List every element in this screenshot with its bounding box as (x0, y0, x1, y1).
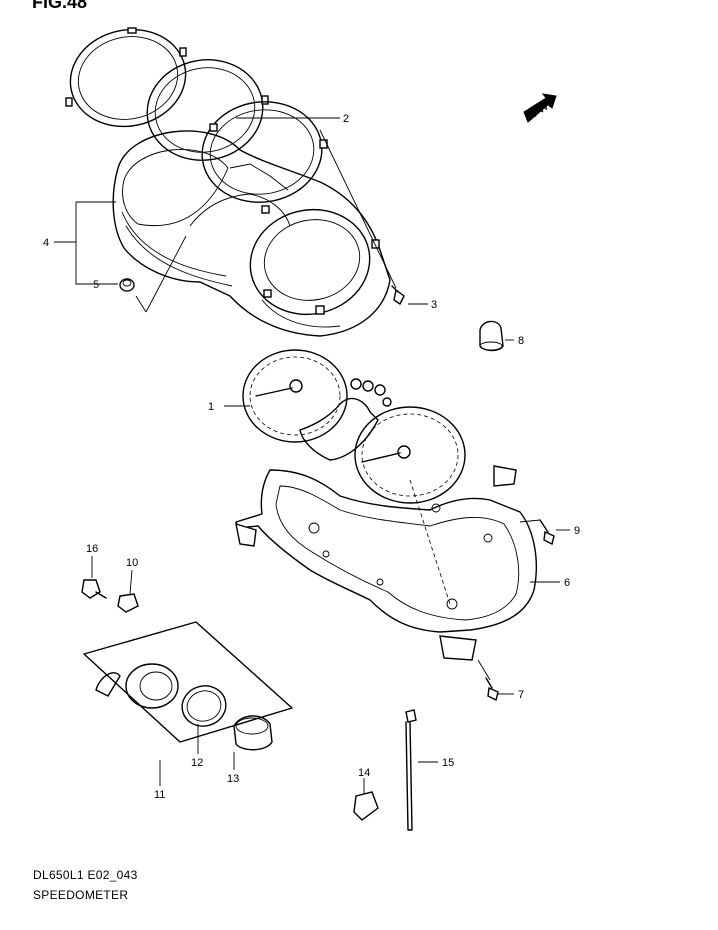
screw-9 (539, 519, 555, 546)
callout-7: 7 (518, 689, 524, 701)
gauge-faces-1 (242, 349, 466, 504)
callout-12: 12 (191, 757, 203, 769)
assembly-name: SPEEDOMETER (33, 888, 129, 902)
callout-9: 9 (574, 525, 580, 537)
leader-lines (54, 117, 570, 794)
lens-ring-right (146, 59, 269, 161)
screw-7 (485, 677, 499, 702)
cap-8 (479, 320, 504, 352)
callout-8: 8 (518, 335, 524, 347)
clamp-14 (353, 791, 379, 821)
screw-3 (391, 285, 405, 305)
drawing-code: DL650L1 E02_043 (33, 868, 138, 882)
forward-direction-arrow: FWD (523, 93, 557, 123)
callout-13: 13 (227, 773, 239, 785)
socket-assembly-box-11 (83, 621, 293, 751)
callout-1: 1 (208, 401, 214, 413)
figure-title: FIG.48 (32, 0, 88, 12)
cable-tie-15 (405, 709, 417, 831)
callout-16: 16 (86, 543, 98, 555)
callout-5: 5 (93, 279, 99, 291)
lens-ring-left (65, 27, 187, 128)
meter-lower-case-6 (235, 465, 537, 661)
callout-3: 3 (431, 299, 437, 311)
bolt-16 (81, 579, 107, 599)
meter-upper-case (112, 130, 391, 337)
callout-10: 10 (126, 557, 138, 569)
callout-4: 4 (43, 237, 49, 249)
callout-2: 2 (343, 113, 349, 125)
callout-11: 11 (154, 789, 165, 801)
grommet-5 (119, 278, 135, 292)
callout-6: 6 (564, 577, 570, 589)
callout-14: 14 (358, 767, 370, 779)
clip-10 (117, 593, 139, 613)
lens-ring-2 (201, 101, 328, 214)
callout-15: 15 (442, 757, 454, 769)
